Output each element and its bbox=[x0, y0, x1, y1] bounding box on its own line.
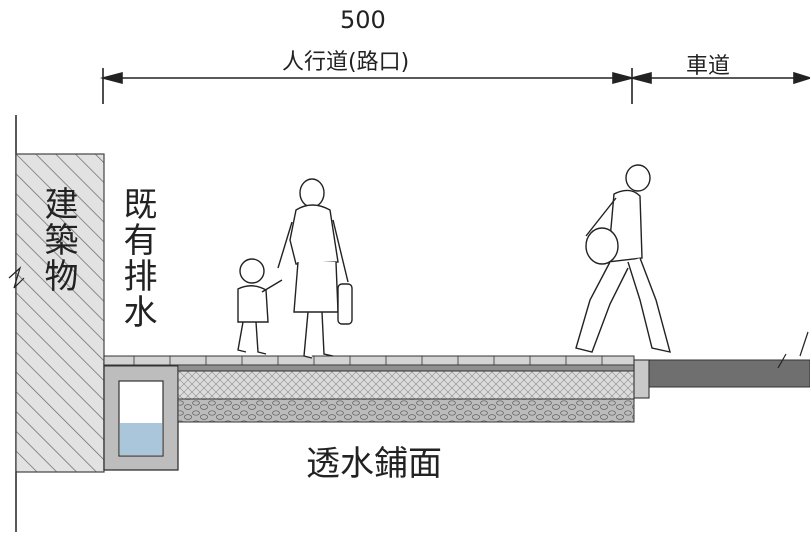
building-label: 建築物 bbox=[38, 186, 78, 294]
dimension-line bbox=[99, 68, 810, 104]
drainage-label: 既有排水 bbox=[117, 186, 157, 330]
building-wall bbox=[8, 115, 105, 532]
dimension-value: 500 bbox=[340, 6, 386, 34]
curb-and-road bbox=[633, 331, 810, 399]
drainage-channel bbox=[103, 357, 179, 471]
roadway-label: 車道 bbox=[686, 54, 731, 79]
sidewalk-label: 人行道(路口) bbox=[282, 50, 410, 75]
child-figure-icon bbox=[237, 258, 283, 355]
man-figure-icon bbox=[575, 164, 671, 353]
section-break-mark bbox=[777, 353, 787, 369]
permeable-paving-layers bbox=[103, 355, 635, 423]
woman-figure-icon bbox=[277, 178, 353, 359]
permeable-paving-label: 透水鋪面 bbox=[306, 444, 442, 484]
